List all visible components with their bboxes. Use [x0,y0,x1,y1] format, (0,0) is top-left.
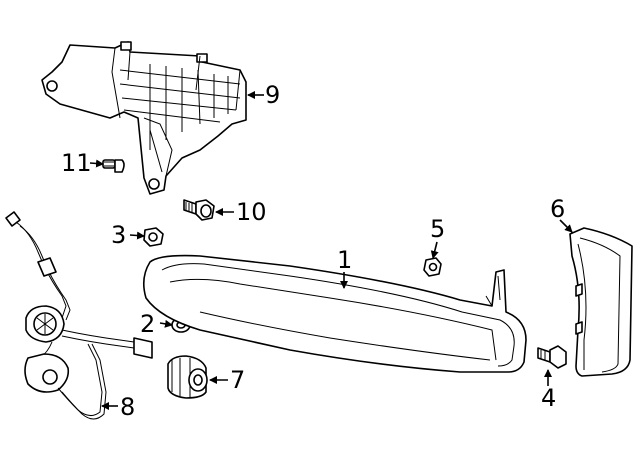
leader-2 [159,319,173,328]
leader-3 [129,231,145,240]
screw-part-5 [423,257,442,277]
leader-6 [559,219,573,233]
nut-part-3 [143,227,164,247]
bracket-part-9 [41,41,247,195]
callout-1: 1 [337,246,352,274]
callout-8: 8 [120,393,135,421]
leader-lines [89,91,573,410]
leader-5 [430,241,439,259]
callout-11: 11 [61,149,92,177]
side-marker-part-6 [569,227,633,377]
harness-part-8 [5,211,153,420]
bolt-part-10 [183,199,215,221]
bolt-part-4 [537,345,567,369]
callout-10: 10 [236,198,267,226]
callout-6: 6 [550,195,565,223]
callout-5: 5 [430,215,445,243]
callout-7: 7 [230,366,245,394]
callout-9: 9 [265,81,280,109]
callout-3: 3 [111,221,126,249]
callout-2: 2 [140,310,155,338]
leader-11 [89,159,104,168]
callout-4: 4 [541,384,556,412]
screw-part-11 [102,159,125,173]
lamp-part-1 [142,254,527,373]
callout-labels: 1 2 3 4 5 6 7 8 9 10 11 [61,81,565,421]
bushing-part-7 [167,355,208,399]
